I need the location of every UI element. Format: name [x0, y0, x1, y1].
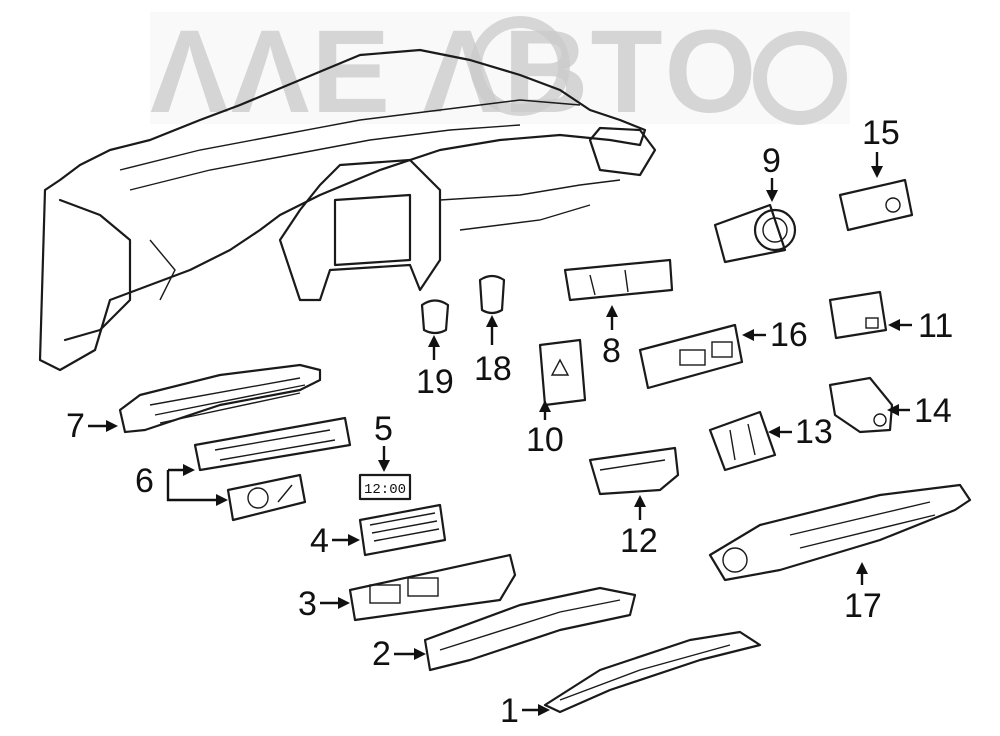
- part-1-lower-trim: [543, 630, 762, 714]
- part-16-switch: [638, 323, 744, 390]
- callout-10: 10: [526, 400, 564, 459]
- part-5-clock: 12:00: [358, 473, 412, 501]
- callout-4-label: 4: [310, 522, 329, 560]
- callout-7: 7: [66, 407, 118, 445]
- callout-18: 18: [474, 315, 512, 388]
- callout-15: 15: [862, 114, 900, 178]
- part-8-switch: [563, 258, 674, 302]
- callout-8-label: 8: [602, 332, 621, 370]
- callout-3: 3: [298, 585, 350, 623]
- callout-8: 8: [602, 305, 621, 370]
- part-14-switch: [828, 376, 894, 434]
- callout-5: 5: [374, 410, 393, 472]
- callout-2: 2: [372, 635, 426, 673]
- callout-6: 6: [135, 462, 228, 506]
- part-18-knob: [478, 274, 506, 315]
- part-4-display-unit: [358, 503, 447, 557]
- callout-13: 13: [768, 413, 833, 451]
- callout-19: 19: [416, 335, 454, 401]
- callout-16-label: 16: [770, 316, 808, 354]
- part-2-upper-trim: [423, 586, 637, 672]
- callout-2-label: 2: [372, 635, 391, 673]
- callout-14: 14: [887, 392, 952, 430]
- callout-5-label: 5: [374, 410, 393, 448]
- callout-11: 11: [888, 307, 953, 345]
- part-17-climate-panel: [708, 483, 972, 582]
- clock-readout: 12:00: [364, 482, 406, 498]
- part-3-bezel: [348, 553, 517, 622]
- callout-1: 1: [500, 692, 550, 730]
- callout-6-label: 6: [135, 462, 154, 500]
- callout-17: 17: [844, 562, 882, 625]
- callout-7-label: 7: [66, 407, 85, 445]
- part-10-hazard-switch: [538, 338, 587, 407]
- part-9-start-button: [713, 203, 797, 264]
- callout-10-label: 10: [526, 421, 564, 459]
- part-19-knob: [420, 299, 450, 335]
- part-6-panel: [193, 416, 352, 522]
- callout-3-label: 3: [298, 585, 317, 623]
- callout-13-label: 13: [795, 413, 833, 451]
- dashboard-frame: [38, 48, 657, 372]
- callout-4: 4: [310, 522, 360, 560]
- watermark-logo: ΛΛΕ ΛΒTΟ: [150, 6, 850, 138]
- part-12-switch: [588, 446, 680, 496]
- callout-9: 9: [762, 142, 781, 202]
- part-15-switch: [838, 178, 914, 232]
- watermark-text: ΛΛΕ ΛΒTΟ: [150, 6, 758, 138]
- callout-12-label: 12: [620, 522, 658, 560]
- callout-17-label: 17: [844, 587, 882, 625]
- callout-11-label: 11: [918, 307, 953, 345]
- part-7-vent-assembly: [118, 363, 322, 434]
- callout-16: 16: [742, 316, 808, 354]
- callout-12: 12: [620, 495, 658, 560]
- callout-15-label: 15: [862, 114, 900, 152]
- callout-18-label: 18: [474, 350, 512, 388]
- part-13-switch: [708, 410, 777, 472]
- callout-9-label: 9: [762, 142, 781, 180]
- callout-1-label: 1: [500, 692, 519, 730]
- callout-19-label: 19: [416, 363, 454, 401]
- callout-14-label: 14: [914, 392, 952, 430]
- part-11-switch: [828, 290, 888, 340]
